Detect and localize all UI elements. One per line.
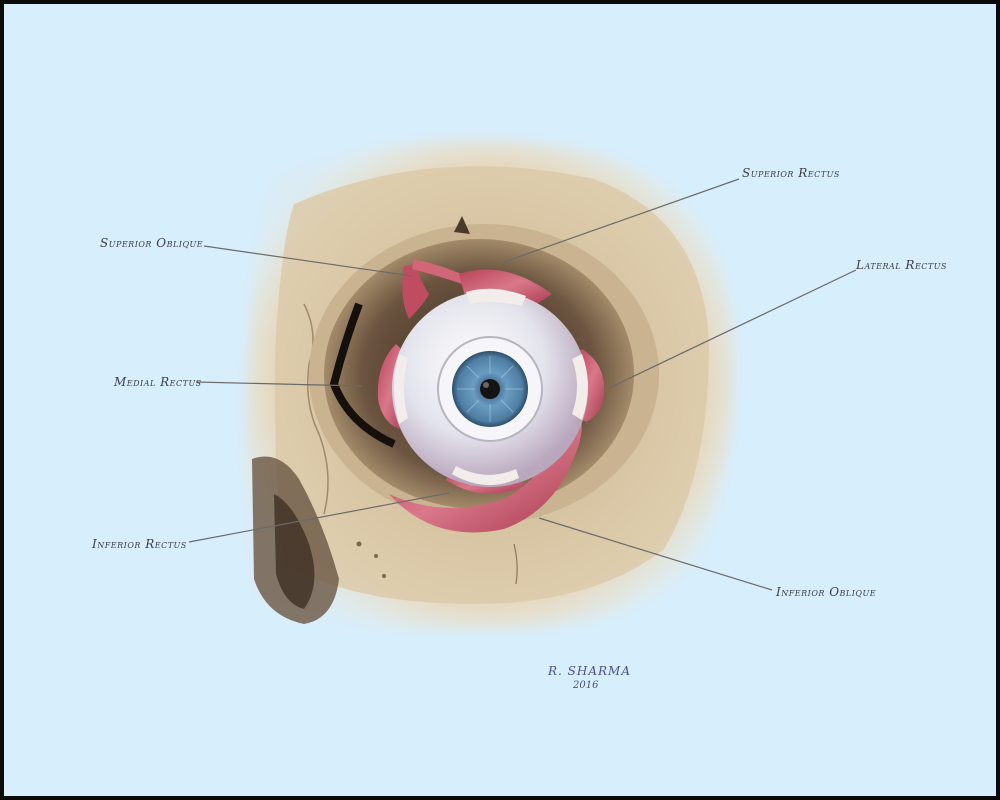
label-inferior-oblique: Inferior Oblique [776, 585, 877, 599]
superior-oblique-muscle [402, 264, 429, 319]
label-inferior-rectus: Inferior Rectus [92, 537, 187, 551]
leader-lines [188, 178, 857, 591]
lateral-rectus-leader [608, 269, 857, 389]
label-medial-rectus: Medial Rectus [114, 375, 202, 389]
eyeball [392, 288, 588, 487]
pupil [480, 379, 500, 399]
signature-year: 2016 [573, 680, 599, 691]
eye-orbit-illustration [188, 138, 857, 630]
artist-signature: R. SHARMA [548, 664, 632, 678]
inferior-rectus-leader [188, 492, 450, 543]
superior-rectus-leader [503, 178, 740, 263]
label-superior-rectus: Superior Rectus [742, 166, 840, 180]
medial-rectus-leader [195, 381, 363, 387]
label-superior-oblique: Superior Oblique [100, 236, 204, 250]
superior-oblique-leader [203, 245, 413, 277]
label-lateral-rectus: Lateral Rectus [856, 258, 947, 272]
inferior-oblique-muscle [389, 414, 582, 533]
inferior-oblique-leader [538, 517, 773, 591]
